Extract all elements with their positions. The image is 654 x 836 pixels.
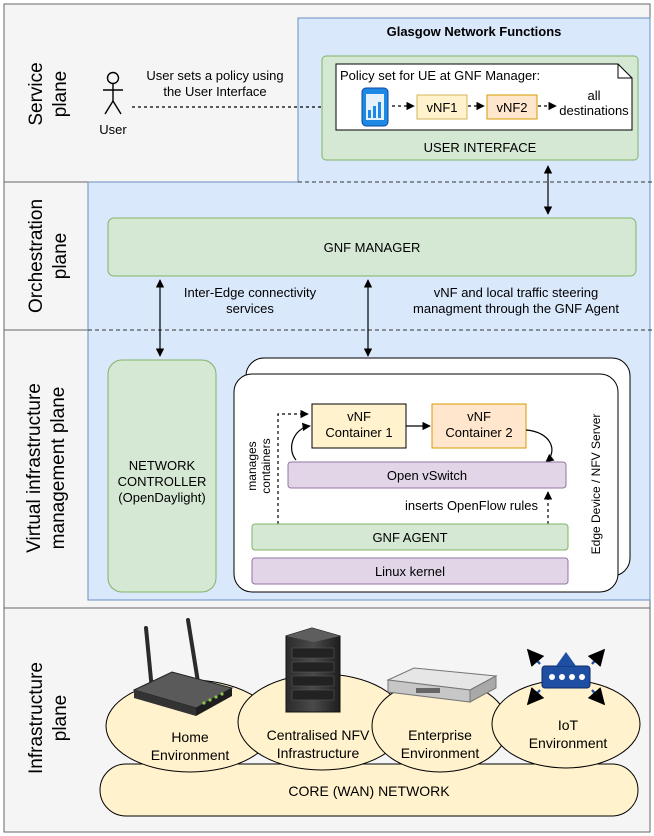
gnf-manager-box [107,217,637,277]
core-network-label: CORE (WAN) NETWORK [288,783,450,799]
vnf-container-1-box [311,403,407,449]
gnf-title: Glasgow Network Functions [387,24,562,39]
user-label: User [99,122,127,137]
linux-kernel-label: Linux kernel [375,564,445,579]
network-controller-box [107,359,217,593]
ovs-to-container1-arrow [291,422,311,461]
user-interface-label: USER INTERFACE [424,140,537,155]
policy-vnf1-box [416,94,468,120]
agent-manages-containers-arrow [277,409,309,524]
open-vswitch-label: Open vSwitch [387,468,467,483]
wireless-router-icon [132,618,234,716]
policy-vnf1-label: vNF1 [426,100,457,115]
linux-kernel-box [251,557,569,585]
gnf-agent-label: GNF AGENT [372,530,447,545]
iot-hub-icon [526,648,606,706]
policy-title: Policy set for UE at GNF Manager: [340,68,540,83]
core-network-bar [99,763,639,817]
policy-note-fold [617,64,632,79]
user-stick-figure-icon [103,71,123,115]
gnf-agent-box [251,523,569,551]
open-vswitch-box [287,461,567,489]
server-rack-icon [285,627,341,713]
gnf-manager-label: GNF MANAGER [324,240,421,255]
enterprise-server-icon [386,667,498,703]
mobile-phone-icon [361,87,389,127]
policy-note-box [335,63,633,131]
container2-to-ovs-arrow [525,429,555,463]
policy-vnf2-box [486,94,538,120]
vnf-container-2-box [431,403,527,449]
edge-device-label: Edge Device / NFV Server [589,414,603,555]
manages-containers-note: managescontainers [245,438,273,493]
inserts-rules-note: inserts OpenFlow rules [405,498,538,513]
policy-vnf2-label: vNF2 [496,100,527,115]
